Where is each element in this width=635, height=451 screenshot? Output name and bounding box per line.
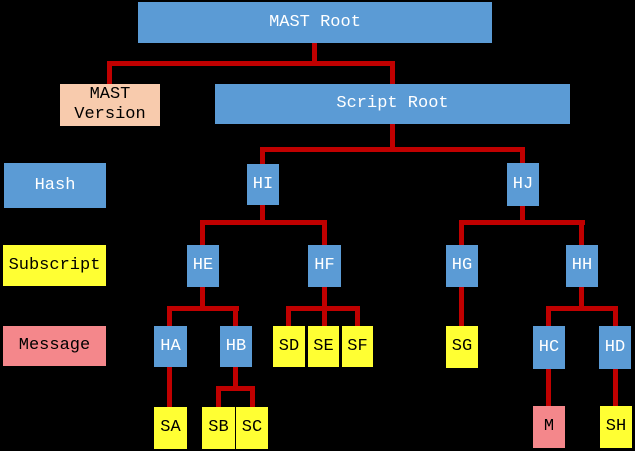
edge-to-hi <box>260 147 265 164</box>
node-ha: HA <box>154 326 187 367</box>
edge-he-down <box>200 287 205 311</box>
node-he: HE <box>187 245 219 287</box>
edge-to-sc <box>250 386 255 407</box>
edge-hh-bar <box>546 306 618 311</box>
edge-to-scriptroot <box>390 61 395 84</box>
edge-hd-to-sh <box>613 369 618 406</box>
edge-he-bar <box>167 306 239 311</box>
node-hb: HB <box>220 326 252 367</box>
node-sa: SA <box>154 407 187 449</box>
node-hc: HC <box>533 326 565 369</box>
node-hg: HG <box>446 245 478 287</box>
node-hj: HJ <box>507 163 539 206</box>
edge-to-sb <box>216 386 221 407</box>
node-hh: HH <box>566 245 598 287</box>
edge-to-hg <box>459 220 464 245</box>
edge-scriptroot-bar <box>260 147 525 152</box>
edge-to-sf <box>355 306 360 326</box>
edge-hj-bar <box>459 220 585 225</box>
edge-to-hb <box>233 306 238 326</box>
edge-to-hd <box>613 306 618 326</box>
edge-ha-to-sa <box>167 367 172 407</box>
node-sh: SH <box>600 406 632 448</box>
edge-to-he <box>200 220 205 245</box>
edge-hj-down <box>520 206 525 225</box>
edge-hg-to-sg <box>459 287 464 326</box>
edge-to-hf <box>322 220 327 245</box>
edge-mastroot-bar <box>107 61 395 66</box>
legend-message: Message <box>3 326 106 366</box>
edge-mastroot-down <box>312 43 317 66</box>
edge-to-ha <box>167 306 172 326</box>
node-hi: HI <box>247 164 279 205</box>
node-sd: SD <box>273 326 305 367</box>
node-mast-root: MAST Root <box>138 2 492 43</box>
edge-to-sd <box>286 306 291 326</box>
edge-scriptroot-down <box>390 124 395 152</box>
node-hf: HF <box>308 245 341 287</box>
node-mast-version: MAST Version <box>60 84 160 126</box>
node-sb: SB <box>202 407 235 449</box>
edge-hi-down <box>260 205 265 225</box>
edge-to-hc <box>546 306 551 326</box>
node-hd: HD <box>599 326 631 369</box>
edge-to-mastversion <box>107 61 112 84</box>
node-sc: SC <box>236 407 268 449</box>
node-sf: SF <box>342 326 373 367</box>
legend-hash: Hash <box>4 163 106 208</box>
edge-hi-bar <box>200 220 327 225</box>
edge-hf-bar <box>286 306 360 311</box>
node-se: SE <box>308 326 339 367</box>
node-m: M <box>533 406 565 448</box>
edge-hb-down <box>233 367 238 391</box>
edge-to-hj <box>520 147 525 163</box>
node-sg: SG <box>446 326 478 368</box>
legend-subscript: Subscript <box>3 245 106 286</box>
edge-hb-bar <box>216 386 255 391</box>
edge-hc-to-m <box>546 369 551 406</box>
node-script-root: Script Root <box>215 84 570 124</box>
edge-to-hh <box>579 220 584 245</box>
edge-hh-down <box>579 287 584 311</box>
